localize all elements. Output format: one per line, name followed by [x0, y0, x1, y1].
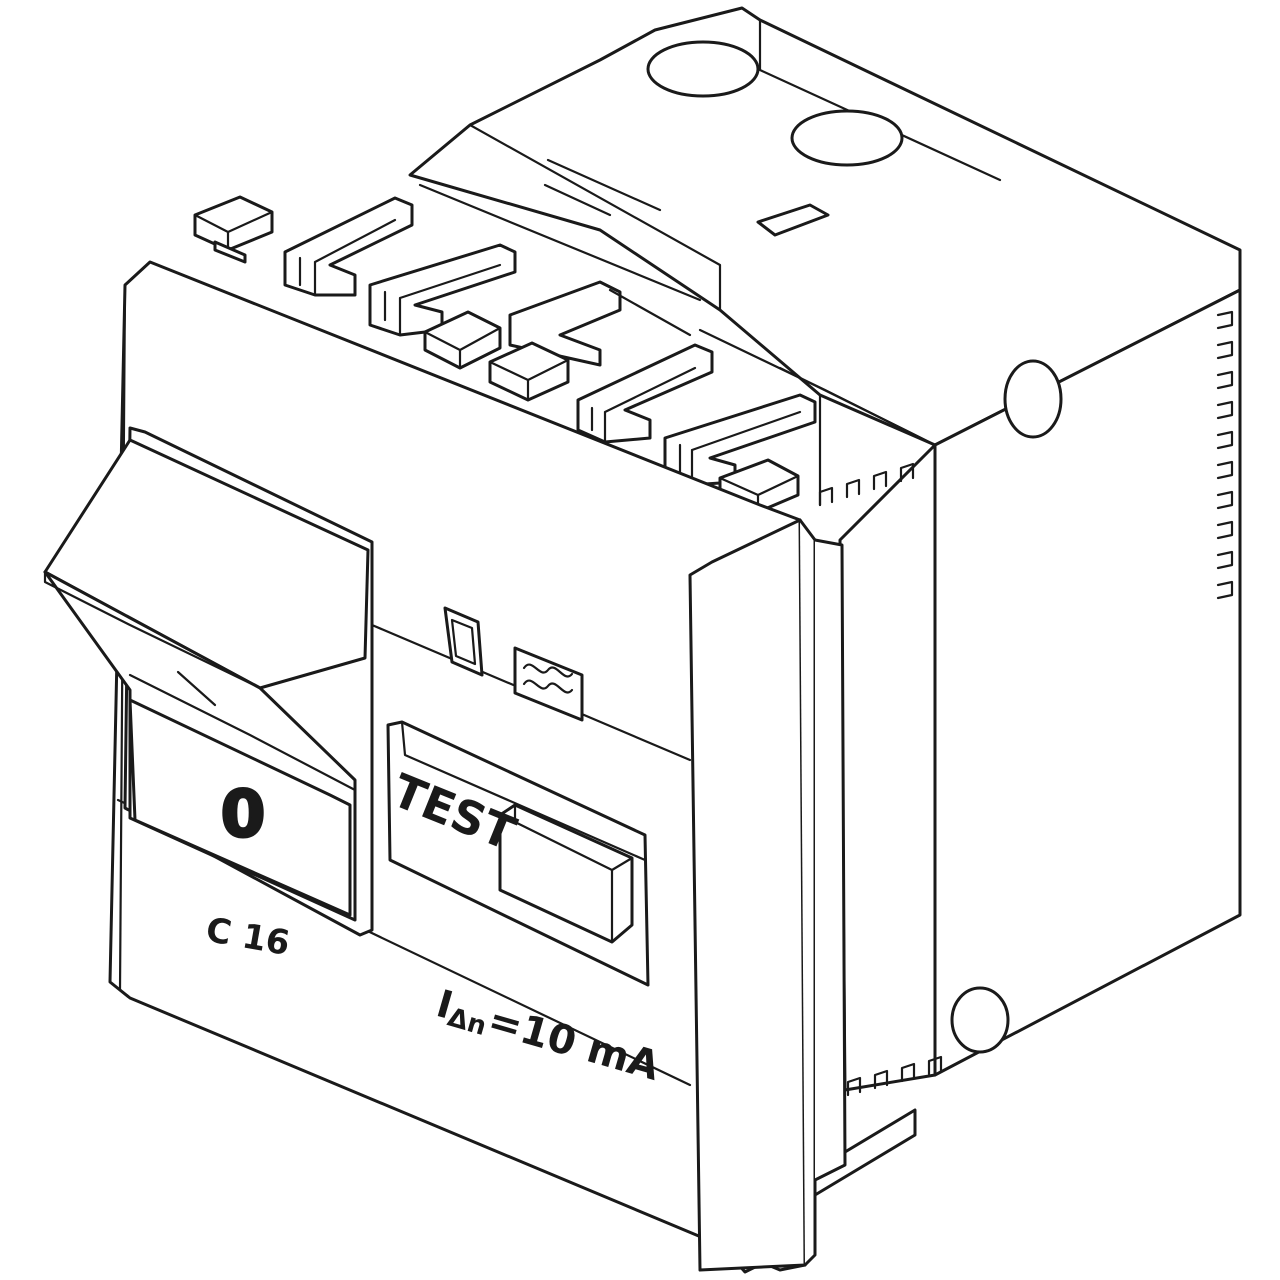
rear-housing: [408, 6, 1242, 1274]
residual-current-symbol: [513, 646, 584, 722]
side-knockout-upper: [1003, 359, 1063, 439]
switch-off-marker: 0: [221, 778, 266, 852]
top-clips: [193, 195, 937, 514]
terminal-hole-2: [790, 109, 904, 167]
side-knockout-lower: [950, 986, 1010, 1054]
indicator-window: [443, 606, 484, 677]
test-button[interactable]: [498, 803, 634, 944]
terminal-hole-1: [646, 40, 760, 98]
rocker-switch[interactable]: [43, 426, 374, 937]
